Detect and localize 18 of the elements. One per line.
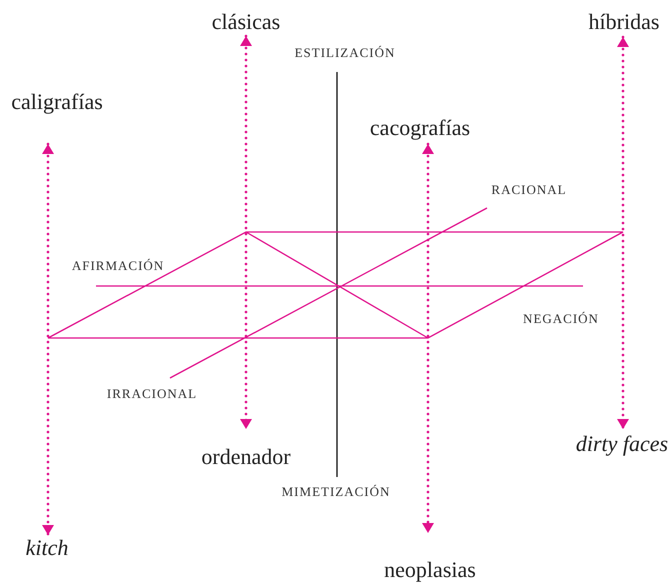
dotted-arrow	[422, 142, 434, 534]
concept-label: dirty faces	[576, 429, 668, 456]
dotted-arrow	[42, 142, 54, 536]
axis-label: NEGACIÓN	[523, 311, 599, 326]
dotted-arrow	[240, 34, 252, 430]
concept-label: neoplasias	[384, 533, 476, 582]
concept-label: caligrafías	[11, 90, 103, 144]
axis-label: IRRACIONAL	[106, 386, 198, 401]
axis-label: MIMETIZACIÓN	[282, 484, 390, 499]
axis-label: RACIONAL	[491, 182, 567, 197]
concept-label: híbridas	[588, 10, 660, 37]
concept-label: kitch	[26, 535, 68, 560]
concept-label: cacografías	[370, 116, 470, 144]
dotted-arrow	[617, 36, 629, 430]
concept-label: ordenador	[201, 429, 291, 469]
axis-label: AFIRMACIÓN	[72, 258, 164, 273]
concept-label: clásicas	[212, 10, 280, 36]
axis-label: ESTILIZACIÓN	[294, 45, 396, 60]
